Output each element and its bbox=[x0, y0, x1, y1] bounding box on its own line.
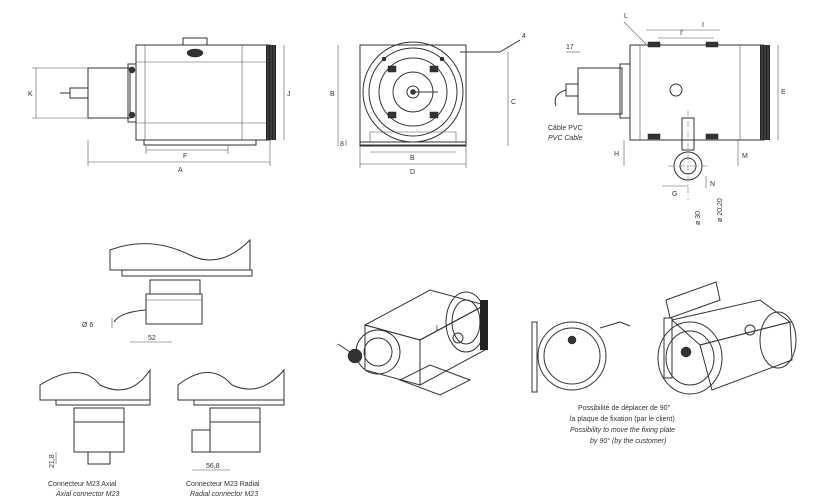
dim-f-label: F bbox=[183, 153, 187, 160]
dim-c-label: C bbox=[511, 99, 516, 106]
dim-h-label: H bbox=[614, 151, 619, 158]
right-view: Câble PVC PVC Cable I I' L 17 E H M N G … bbox=[548, 13, 786, 225]
detail-axial: 21,8 Connecteur M23 Axial Axial connecto… bbox=[39, 368, 151, 498]
radial-label-en: Radial connector M23 bbox=[190, 491, 258, 498]
dim-d6-label: Ø 6 bbox=[82, 322, 93, 329]
isometric-view: L bbox=[337, 289, 488, 396]
dim-a-label: A bbox=[178, 167, 183, 174]
note-fr-1: Possibilité de déplacer de 90° bbox=[578, 404, 671, 412]
radial-label-fr: Connecteur M23 Radial bbox=[186, 481, 260, 488]
cable-label-fr: Câble PVC bbox=[548, 125, 583, 132]
note-en-1: Possibility to move the fixing plate bbox=[570, 427, 675, 434]
side-view: A F K J bbox=[28, 37, 291, 174]
dim-j-label: J bbox=[287, 91, 291, 98]
detail-cable: Ø 6 52 bbox=[82, 238, 253, 343]
dim-n-label: N bbox=[710, 181, 715, 188]
dim-iprime-label: I' bbox=[680, 30, 683, 37]
axial-label-fr: Connecteur M23 Axial bbox=[48, 481, 117, 488]
dim-i-label: I bbox=[702, 22, 704, 29]
dim-56-label: 56,8 bbox=[206, 463, 220, 470]
dim-e-label: E bbox=[781, 89, 786, 96]
plate-rotation-view: Possibilité de déplacer de 90° la plaque… bbox=[531, 281, 797, 445]
front-view: 4 B D B 8 C bbox=[330, 33, 526, 176]
dim-m-label: M bbox=[742, 153, 748, 160]
note-en-2: by 90° (by the customer) bbox=[590, 437, 666, 445]
axial-label-en: Axial connector M23 bbox=[55, 491, 120, 498]
dim-b-side-label: B bbox=[330, 91, 335, 98]
dim-l-label: L bbox=[624, 13, 628, 20]
dim-k-label: K bbox=[28, 91, 33, 98]
note-fr-2: la plaque de fixation (par le client) bbox=[570, 416, 675, 423]
detail-radial: 56,8 Connecteur M23 Radial Radial connec… bbox=[177, 368, 285, 498]
dim-17-label: 17 bbox=[566, 44, 574, 51]
dim-g-label: G bbox=[672, 191, 677, 198]
dim-d2020-label: ø 20,20 bbox=[717, 198, 724, 222]
dim-4-label: 4 bbox=[522, 33, 526, 40]
dim-d30-label: ø 30 bbox=[695, 211, 702, 225]
dim-b-bottom-label: B bbox=[410, 155, 415, 162]
iso-l-label: L bbox=[436, 325, 440, 332]
dim-52-label: 52 bbox=[148, 335, 156, 342]
dim-d-label: D bbox=[410, 169, 415, 176]
cable-label-en: PVC Cable bbox=[548, 135, 583, 142]
dim-8-label: 8 bbox=[340, 141, 344, 148]
dim-21-label: 21,8 bbox=[49, 454, 56, 468]
